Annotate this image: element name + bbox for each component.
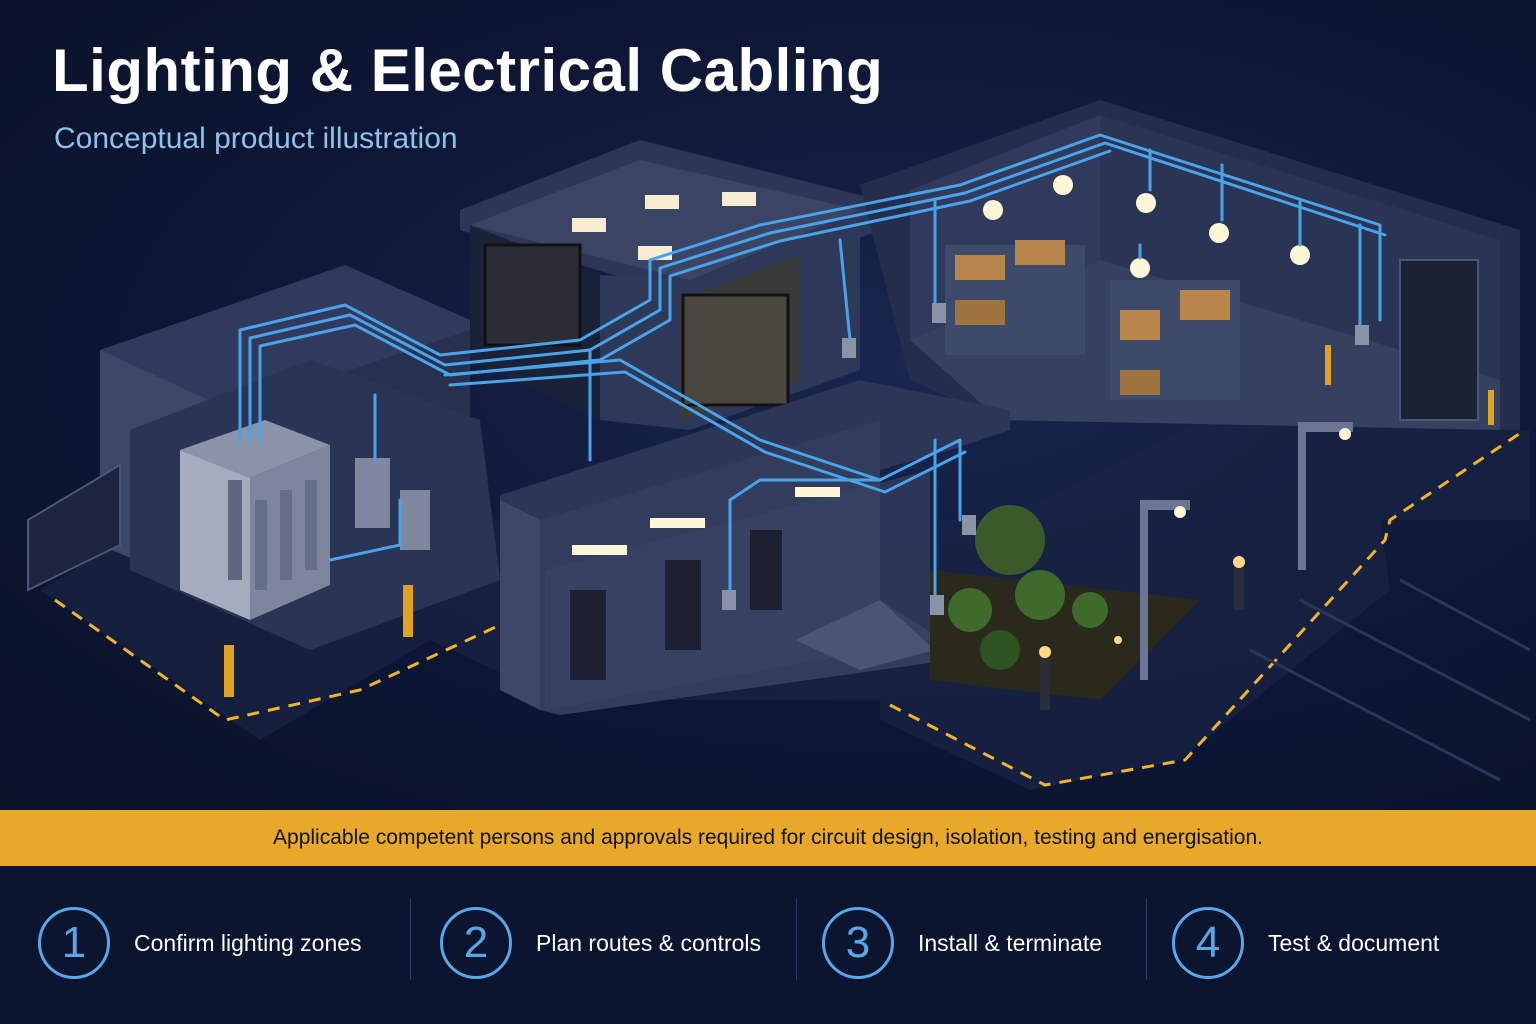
step-number-badge: 2: [440, 907, 512, 979]
step-number-badge: 4: [1172, 907, 1244, 979]
exterior-lighting: [1039, 422, 1353, 710]
garden: [930, 505, 1200, 700]
junction-boxes: [722, 303, 1369, 615]
step-2: 2 Plan routes & controls: [440, 900, 761, 986]
step-number-badge: 1: [38, 907, 110, 979]
roller-door: [1399, 259, 1479, 421]
step-divider: [796, 898, 797, 980]
step-number-badge: 3: [822, 907, 894, 979]
step-label: Confirm lighting zones: [134, 929, 362, 956]
step-label: Install & terminate: [918, 929, 1103, 956]
step-label: Test & document: [1268, 929, 1440, 956]
page-title: Lighting & Electrical Cabling: [52, 37, 884, 104]
page-subtitle: Conceptual product illustration: [54, 122, 458, 155]
electrical-room: [27, 265, 500, 697]
switchboard: [180, 420, 330, 620]
corridor-block: [500, 380, 1010, 715]
step-1: 1 Confirm lighting zones: [38, 900, 362, 986]
safety-marking: [54, 598, 501, 722]
step-divider: [410, 898, 411, 980]
office-block: [460, 140, 880, 430]
cable-routes: [238, 133, 1387, 602]
process-steps: 1 Confirm lighting zones 2 Plan routes &…: [0, 866, 1536, 1024]
notice-text: Applicable competent persons and approva…: [273, 826, 1263, 849]
step-divider: [1146, 898, 1147, 980]
notice-banner: Applicable competent persons and approva…: [0, 810, 1536, 866]
hero-section: Lighting & Electrical Cabling Conceptual…: [0, 0, 1536, 810]
building-illustration: [27, 100, 1531, 790]
step-3: 3 Install & terminate: [822, 900, 1102, 986]
step-4: 4 Test & document: [1172, 900, 1439, 986]
high-bay-lights: [983, 175, 1310, 278]
step-label: Plan routes & controls: [536, 929, 762, 956]
warehouse: [860, 100, 1520, 430]
ceiling-light: [572, 218, 606, 232]
